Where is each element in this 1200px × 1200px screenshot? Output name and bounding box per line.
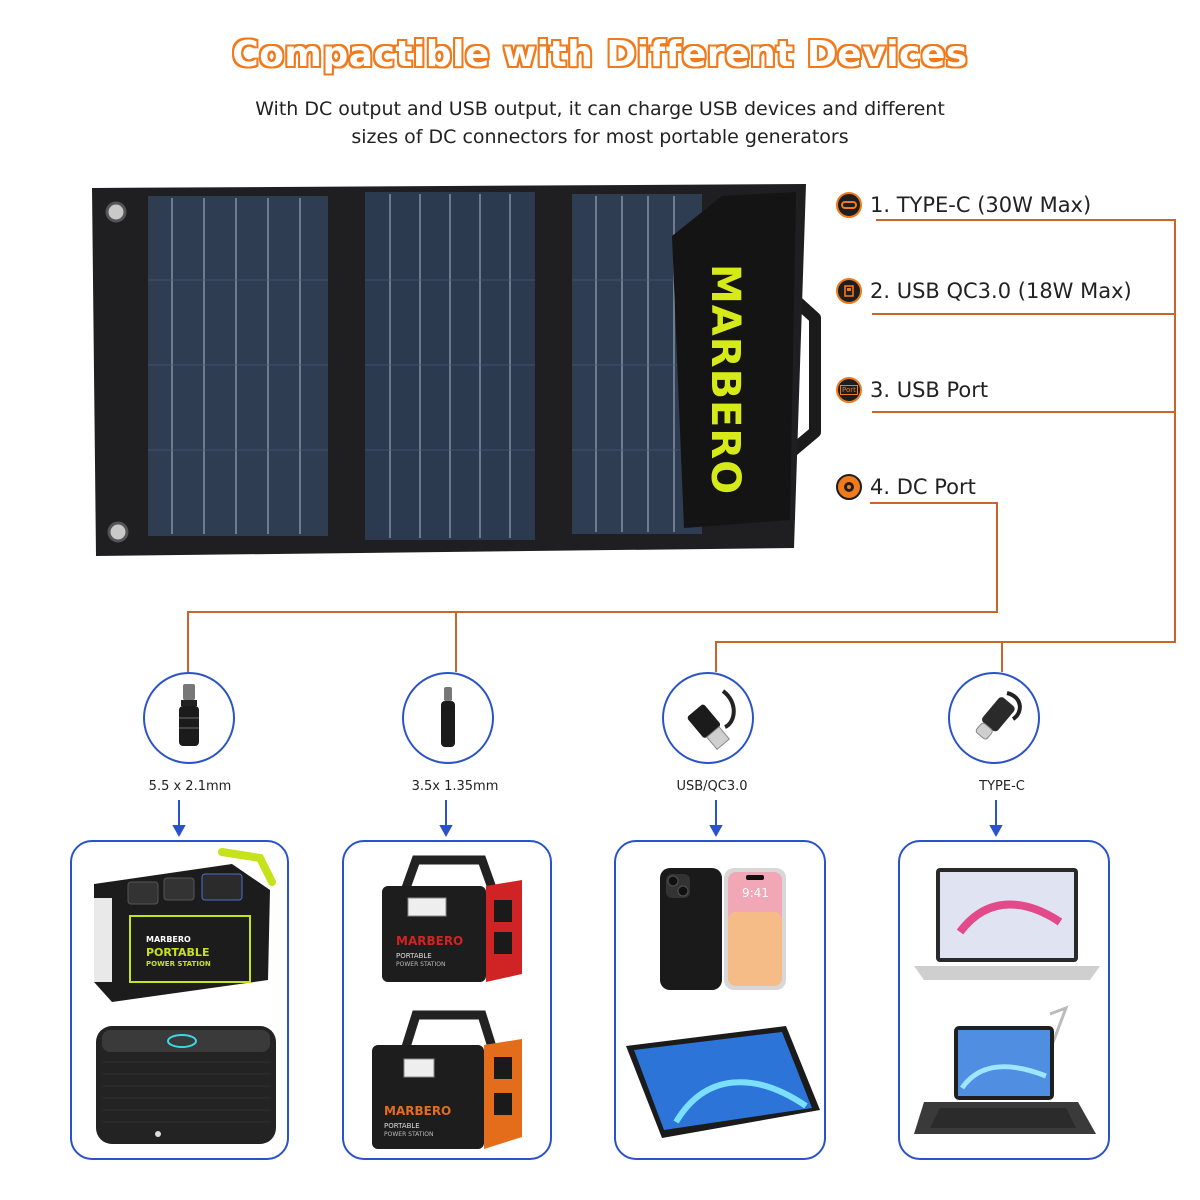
power-station-1-line2: POWER STATION (146, 960, 211, 968)
power-station-3-image (372, 1010, 522, 1149)
port-label-dc-port: 4. DC Port (870, 475, 976, 499)
device-box-dc-55: MARBERO PORTABLE POWER STATION (70, 840, 289, 1160)
grommet-bottom-icon (107, 521, 129, 543)
subtitle-line-2: sizes of DC connectors for most portable… (351, 126, 849, 148)
device-box-type-c (898, 840, 1110, 1160)
power-station-3-brand: MARBERO (384, 1104, 452, 1118)
solar-cells (148, 192, 702, 540)
connector-label-dc-55: 5.5 x 2.1mm (148, 779, 232, 794)
tablet-keyboard-image (914, 1005, 1096, 1134)
usb-port-icon: Port (836, 377, 862, 403)
dc-barrel-plug-icon (179, 684, 199, 746)
arrow-head-icon (172, 825, 186, 838)
port-item-dc-port: 4. DC Port (836, 474, 976, 500)
port-label-usb-qc: 2. USB QC3.0 (18W Max) (870, 279, 1132, 303)
usb-port-icon-text: Port (840, 385, 858, 395)
arrow-head-icon (709, 825, 723, 838)
port-item-type-c: 1. TYPE-C (30W Max) (836, 192, 1091, 218)
connector-label-type-c: TYPE-C (979, 779, 1025, 794)
connector-label-usb: USB/QC3.0 (676, 779, 748, 794)
dc-barrel-plug-small-icon (441, 687, 455, 747)
smartphones-image (660, 868, 786, 990)
connector-circle-usb (662, 672, 754, 764)
connector-circle-dc-35 (402, 672, 494, 764)
port-label-usb-port: 3. USB Port (870, 378, 989, 402)
port-item-usb-port: Port 3. USB Port (836, 377, 988, 403)
connector-circle-type-c (948, 672, 1040, 764)
usb-qc-port-icon (836, 278, 862, 304)
device-box-dc-35: MARBERO PORTABLE POWER STATION MARBERO P… (342, 840, 552, 1160)
power-station-3-line2: POWER STATION (384, 1131, 434, 1138)
line-qc-drop (715, 641, 1175, 672)
cell-row-lines (148, 279, 702, 451)
usb-c-plug-icon (975, 691, 1022, 740)
dc-port-icon (836, 474, 862, 500)
cell-grid-lines (171, 194, 675, 538)
panel-handle (779, 285, 821, 463)
usb-c-port-icon (836, 192, 862, 218)
arrow-head-icon (989, 825, 1003, 838)
power-station-2-line2: POWER STATION (396, 961, 446, 968)
usb-a-plug-icon (687, 689, 736, 751)
connector-label-dc-35: 3.5x 1.35mm (411, 779, 499, 794)
port-label-type-c: 1. TYPE-C (30W Max) (870, 193, 1092, 217)
line-dc-port (187, 502, 998, 672)
power-station-2-image (382, 855, 522, 982)
power-station-2-line1: PORTABLE (396, 952, 432, 960)
power-station-3-line1: PORTABLE (384, 1122, 420, 1130)
port-item-usb-qc: 2. USB QC3.0 (18W Max) (836, 278, 1132, 304)
panel-frame (92, 184, 806, 556)
laptop-image (914, 868, 1100, 980)
phone-time: 9:41 (742, 886, 769, 900)
connector-circle-dc-55 (143, 672, 235, 764)
panel-brand-label: MARBERO (702, 264, 748, 496)
power-station-2-brand: MARBERO (396, 934, 464, 948)
tablet-image (626, 1026, 820, 1138)
power-station-1-brand: MARBERO (146, 935, 191, 944)
device-box-usb: 9:41 (614, 840, 826, 1160)
power-station-1-image (94, 848, 276, 1002)
arrow-head-icon (439, 825, 453, 838)
subtitle-line-1: With DC output and USB output, it can ch… (255, 98, 945, 120)
bluetooth-speaker-image (96, 1026, 276, 1144)
power-station-1-line1: PORTABLE (146, 946, 210, 959)
grommet-top-icon (105, 201, 127, 223)
page-title: Compactible with Different Devices (232, 34, 968, 75)
